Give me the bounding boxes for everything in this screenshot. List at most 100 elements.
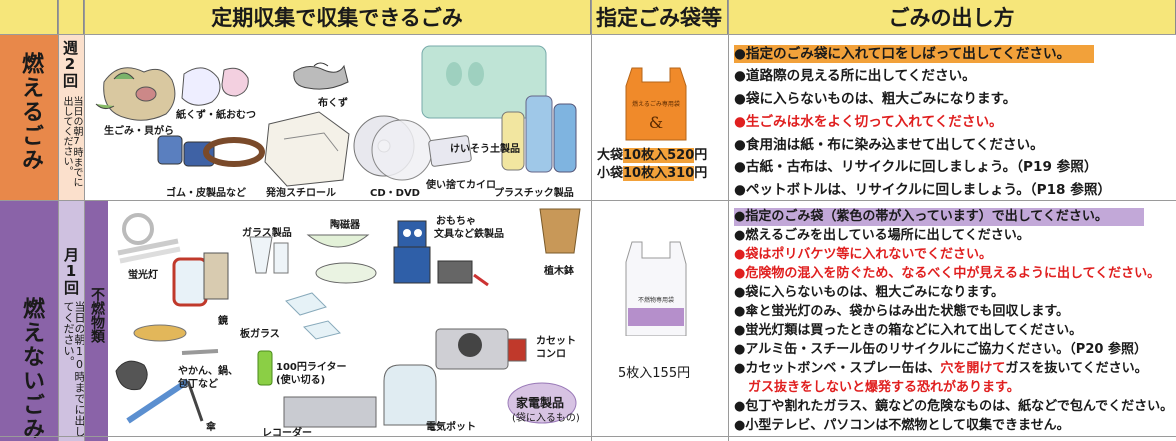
kitchen-waste-icon xyxy=(95,67,176,121)
lighter-icon xyxy=(257,350,273,386)
umbrella-icon xyxy=(126,378,204,424)
item-plastic-label: プラスチック製品 xyxy=(494,188,574,199)
grid-line xyxy=(58,0,59,441)
item-plate-glass-label: 板ガラス xyxy=(240,329,280,340)
item-recorder-label: レコーダー xyxy=(262,428,312,439)
burnable-title-cell: 燃えるごみ xyxy=(0,34,58,200)
nonburnable-title: 燃えないごみ xyxy=(19,297,44,441)
flower-pot-icon xyxy=(539,208,581,254)
item-cassette-label-2: コンロ xyxy=(536,349,566,360)
nonburnable-rule-7: ●蛍光灯類は買ったときの箱などに入れて出してください。 xyxy=(734,323,1083,338)
nonburnable-rule-2: ●燃えるごみを出している場所に出してください。 xyxy=(734,228,1030,243)
burnable-rule-4: ●生ごみは水をよく切って入れてください。 xyxy=(734,114,1003,130)
item-appliance-label-1: 家電製品 xyxy=(516,396,565,410)
rubber-leather-icon xyxy=(157,135,265,167)
burnable-bag-small: 小袋10枚入310円 xyxy=(597,166,708,181)
kettle-icon xyxy=(115,324,219,391)
burnable-illustrations xyxy=(95,45,577,187)
burnable-bag-icon: 燃えるごみ専用袋 & xyxy=(625,67,687,141)
nonburnable-bag-text: 不燃物専用袋 xyxy=(638,296,674,304)
grid-line xyxy=(0,436,1176,437)
item-stationery-label: 文具など鉄製品 xyxy=(434,229,504,240)
appliance-badge-icon xyxy=(507,382,577,424)
item-cassette-label-1: カセット xyxy=(536,336,576,347)
plate-glass-icon xyxy=(285,292,341,340)
recorder-icon xyxy=(283,396,377,428)
header-blank-1 xyxy=(0,0,58,34)
item-ceramic-label: 陶磁器 xyxy=(330,220,360,231)
cloth-scraps-icon xyxy=(293,62,349,90)
item-glass-label: ガラス製品 xyxy=(242,228,292,239)
item-cd-label: CD・DVD xyxy=(370,188,420,199)
item-pot-label: 植木鉢 xyxy=(544,266,574,277)
item-potelec-label: 電気ポット xyxy=(426,422,476,433)
item-mirror-label: 鏡 xyxy=(218,316,228,327)
nonburnable-rule-4: ●危険物の混入を防ぐため、なるべく中が見えるように出してください。 xyxy=(734,266,1161,281)
nonburnable-illustrations xyxy=(115,208,581,428)
nonburnable-rule-10: ガス抜きをしないと爆発する恐れがあります。 xyxy=(748,380,1020,395)
glass-products-icon xyxy=(249,236,289,274)
burnable-rule-5: ●食用油は紙・布に染み込ませて出してください。 xyxy=(734,137,1044,153)
burnable-rule-2: ●道路際の見える所に出してください。 xyxy=(734,68,976,84)
nonburnable-rule-9: ●カセットボンベ・スプレー缶は、穴を開けてガスを抜いてください。 xyxy=(734,361,1148,376)
item-kitchen-label: 生ごみ・貝がら xyxy=(104,126,174,137)
cassette-stove-icon xyxy=(435,328,527,370)
burnable-freq-cell: 週2回 当日の朝7時までに出してください。 xyxy=(58,34,84,200)
grid-line xyxy=(0,200,1176,201)
nonburnable-rule-11: ●包丁や割れたガラス、鏡などの危険なものは、紙などで包んでください。 xyxy=(734,399,1174,414)
item-lighter-label-2: (使い切る) xyxy=(276,375,326,386)
nonburnable-sub: 不燃物類 xyxy=(89,287,105,343)
nonburnable-rule-6: ●傘と蛍光灯のみ、袋からはみ出た状態でも回収します。 xyxy=(734,304,1070,319)
mirror-icon xyxy=(172,252,229,307)
toy-robot-icon xyxy=(393,220,431,284)
item-fluor-label: 蛍光灯 xyxy=(128,270,158,281)
grid-line xyxy=(591,0,592,441)
item-toy-label: おもちゃ xyxy=(436,216,476,227)
nonburnable-rule-5: ●袋に入らないものは、粗大ごみになります。 xyxy=(734,285,1005,300)
item-styro-label: 発泡スチロール xyxy=(266,188,336,199)
burnable-freq-note: 当日の朝7時までに出してください。 xyxy=(61,96,82,187)
nonburnable-rule-12: ●小型テレビ、パソコンは不燃物として収集できません。 xyxy=(734,418,1070,433)
header-blank-2 xyxy=(58,0,84,34)
item-kettle-label-2: 包丁など xyxy=(178,379,218,390)
diatomite-mat-icon xyxy=(421,45,547,119)
fluorescent-lamp-icon xyxy=(117,213,181,264)
header-bag: 指定ごみ袋等 xyxy=(591,0,728,34)
grid-line xyxy=(84,0,85,441)
nonburnable-freq-cell: 月1回 当日の朝10時までに出してください。 xyxy=(58,201,86,441)
cd-dvd-icon xyxy=(353,115,433,181)
burnable-title: 燃えるごみ xyxy=(18,52,43,172)
burnable-bag-text: 燃えるごみ専用袋 xyxy=(632,100,680,108)
item-umbrella-label: 傘 xyxy=(206,422,216,433)
burnable-rule-1: ●指定のごみ袋に入れて口をしばって出してください。 xyxy=(734,45,1094,63)
item-kairo-label: 使い捨てカイロ xyxy=(426,180,496,191)
electric-pot-icon xyxy=(383,364,437,426)
nonburnable-rule-8: ●アルミ缶・スチール缶のリサイクルにご協力ください。（P20 参照） xyxy=(734,342,1147,357)
item-rubber-label: ゴム・皮製品など xyxy=(166,188,246,199)
svg-text:&: & xyxy=(649,113,663,132)
item-kettle-label-1: やかん、鍋、 xyxy=(178,366,238,377)
burnable-rule-7: ●ペットボトルは、リサイクルに回しましょう。（P18 参照） xyxy=(734,182,1112,198)
disposable-warmer-icon xyxy=(428,135,472,167)
burnable-rule-3: ●袋に入らないものは、粗大ごみになります。 xyxy=(734,91,1017,107)
grid-line xyxy=(0,34,1176,35)
burnable-rule-6: ●古紙・古布は、リサイクルに回しましょう。（P19 参照） xyxy=(734,159,1098,175)
nonburnable-freq-note: 当日の朝10時までに出してください。 xyxy=(62,301,86,437)
nonburnable-freq: 月1回 xyxy=(62,247,80,295)
item-appliance-label-2: (袋に入るもの) xyxy=(512,413,580,424)
nonburnable-rule-1: ●指定のごみ袋（紫色の帯が入っています）で出してください。 xyxy=(734,208,1144,226)
nonburnable-bag-icon: 不燃物専用袋 xyxy=(625,241,687,336)
item-lighter-label-1: 100円ライター xyxy=(276,362,347,373)
item-earth-label: けいそう土製品 xyxy=(450,144,520,155)
item-paper-label: 紙くず・紙おむつ xyxy=(176,110,256,121)
item-cloth-label: 布くず xyxy=(318,98,348,109)
nonburnable-title-cell: 燃えないごみ xyxy=(0,201,58,441)
nonburnable-rule-3: ●袋はポリバケツ等に入れないでください。 xyxy=(734,247,992,262)
header-items: 定期収集で収集できるごみ xyxy=(84,0,591,34)
plastic-bottles-icon xyxy=(501,95,577,173)
stationery-icon xyxy=(437,260,489,287)
header-method: ごみの出し方 xyxy=(728,0,1176,34)
burnable-freq: 週2回 xyxy=(61,40,79,88)
styrofoam-icon xyxy=(264,111,350,187)
